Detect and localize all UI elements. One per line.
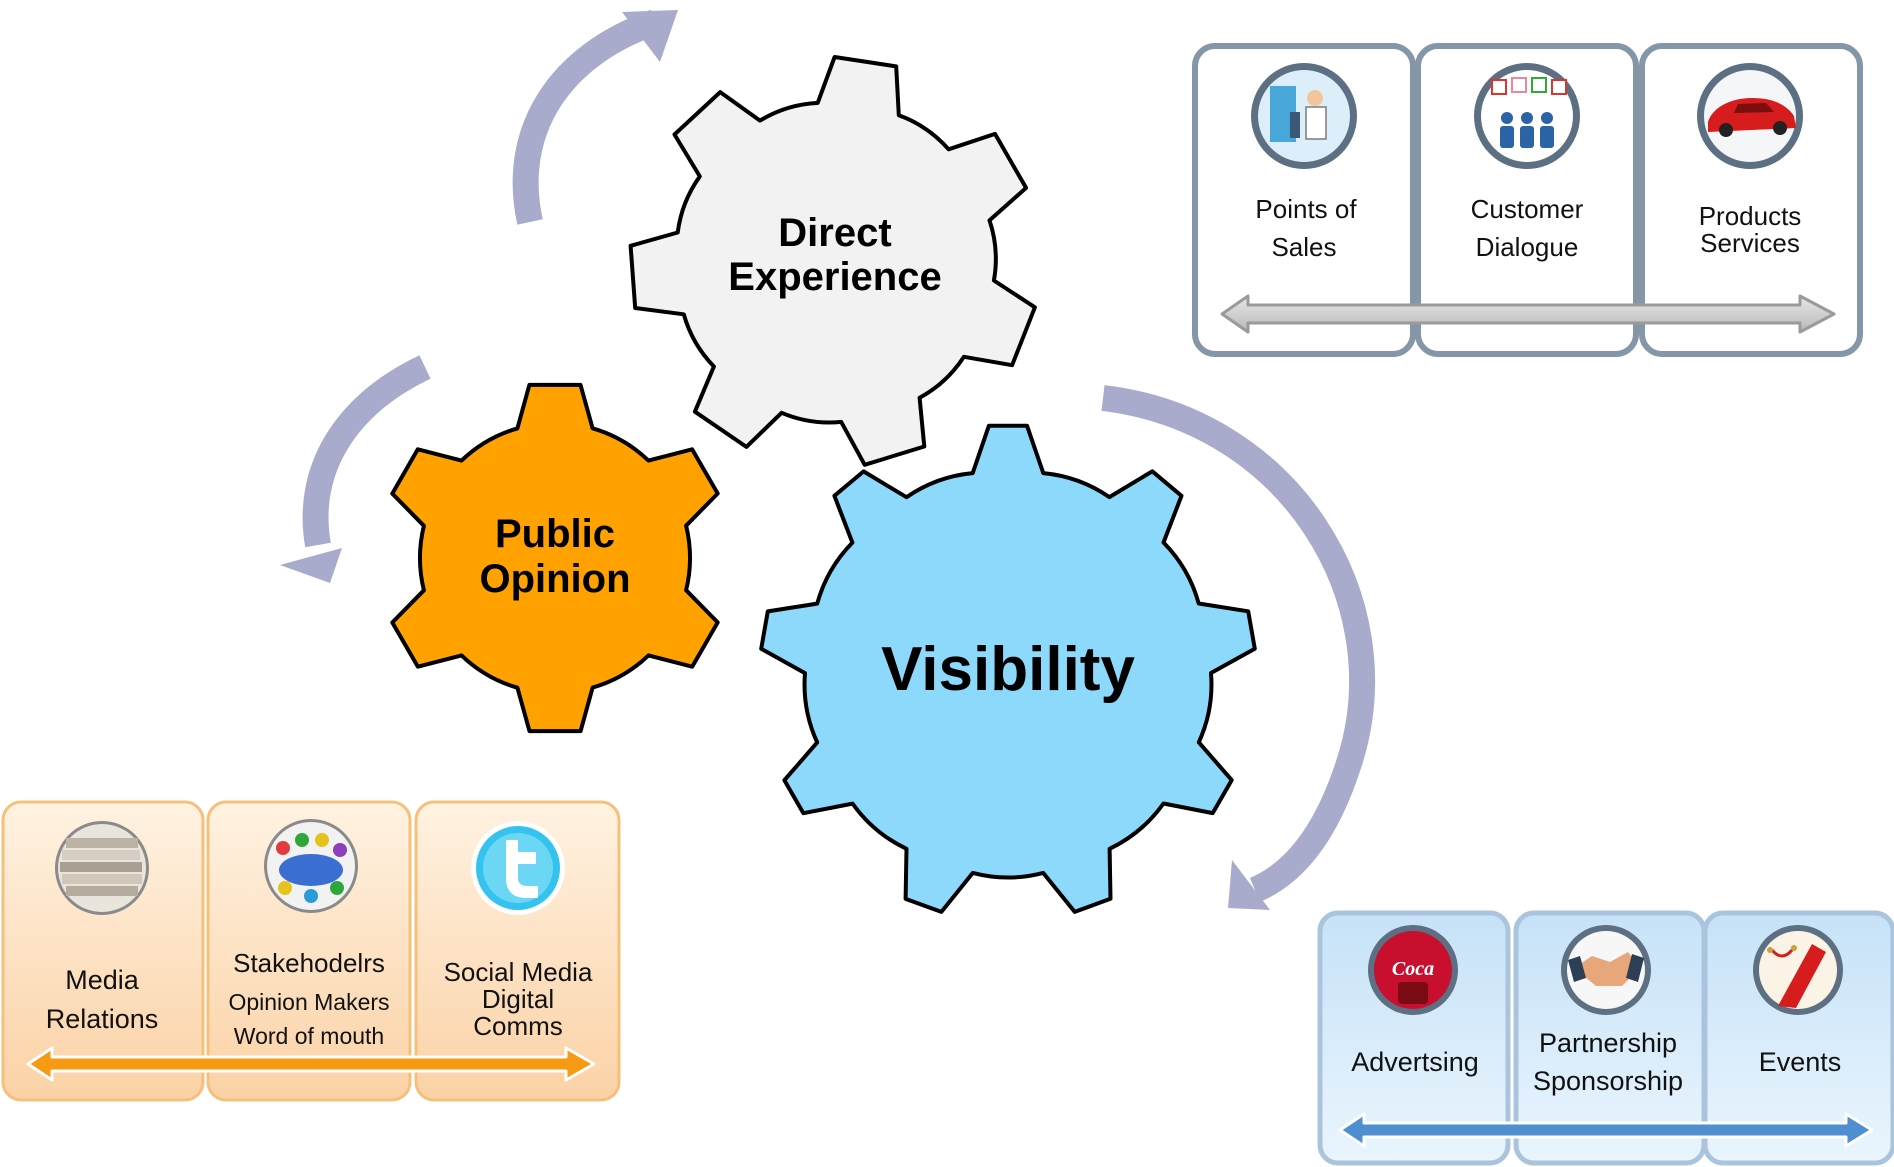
social-media-line3: Comms [473, 1011, 563, 1041]
products-services-line1: Products [1699, 201, 1802, 231]
gear-direct-experience-label-line2: Experience [728, 255, 941, 299]
customer-dialogue-line2: Dialogue [1476, 232, 1579, 262]
round-table-icon [264, 819, 358, 913]
points-of-sales-line2: Sales [1271, 232, 1336, 262]
visibility-double-arrow [1338, 1112, 1874, 1148]
public-opinion-double-arrow [26, 1046, 596, 1082]
card-points-of-sales [1192, 43, 1416, 357]
card-products-services [1639, 43, 1863, 357]
gear-public-opinion: Public Opinion [390, 382, 720, 734]
gear-direct-experience-shape [628, 55, 1037, 467]
direct-experience-group: Points of Sales Customer Dialogue Produc… [1192, 43, 1863, 357]
cycle-arrow-right-head [1228, 860, 1270, 910]
gear-visibility-shape [759, 423, 1257, 914]
cycle-arrow-right [1101, 385, 1376, 902]
cycle-arrow-left [302, 355, 431, 548]
media-relations-line2: Relations [46, 1004, 159, 1034]
public-opinion-group: Media Relations Stakehodelrs Opinion Mak… [1, 800, 621, 1102]
visibility-group: Coca Advertsing Partnership Sponsorship … [1317, 910, 1894, 1166]
points-of-sales-line1: Points of [1255, 194, 1357, 224]
card-events [1702, 910, 1894, 1166]
coca-cola-icon: Coca [1368, 925, 1458, 1015]
cycle-arrow-top [512, 9, 660, 225]
sales-people-icon [1251, 63, 1357, 169]
handshake-icon [1561, 925, 1651, 1015]
direct-experience-double-arrow [1220, 294, 1836, 334]
newspapers-icon [55, 821, 149, 915]
gear-public-opinion-label-line1: Public [495, 512, 615, 556]
gear-direct-experience: Direct Experience [628, 55, 1037, 467]
twitter-icon [471, 821, 565, 915]
products-services-line2: Services [1700, 228, 1800, 258]
advertising-label: Advertsing [1351, 1047, 1479, 1077]
card-media-relations [1, 800, 205, 1102]
partnership-line1: Partnership [1539, 1028, 1677, 1058]
social-media-line2: Digital [482, 984, 554, 1014]
media-relations-line1: Media [65, 965, 140, 995]
meeting-icon [1474, 63, 1580, 169]
cycle-arrows [280, 9, 1376, 910]
events-label: Events [1759, 1047, 1842, 1077]
gear-direct-experience-label-line1: Direct [778, 211, 891, 255]
customer-dialogue-line1: Customer [1471, 194, 1584, 224]
gear-public-opinion-label-line2: Opinion [479, 557, 630, 601]
stakeholders-line2: Opinion Makers [228, 989, 389, 1015]
card-stakeholders [206, 800, 412, 1102]
red-carpet-icon [1753, 925, 1843, 1015]
gear-public-opinion-shape [390, 382, 720, 734]
cycle-arrow-top-head [622, 10, 678, 62]
gear-visibility-label: Visibility [881, 635, 1135, 704]
card-social-media [414, 800, 621, 1102]
cycle-arrow-left-head [280, 548, 342, 583]
stakeholders-line1: Stakehodelrs [233, 948, 385, 978]
card-customer-dialogue [1415, 43, 1639, 357]
red-car-icon [1697, 63, 1803, 169]
stakeholders-line3: Word of mouth [234, 1023, 384, 1049]
gear-visibility: Visibility [759, 423, 1257, 914]
svg-text:Coca: Coca [1392, 958, 1434, 980]
card-advertising [1317, 910, 1511, 1166]
partnership-line2: Sponsorship [1533, 1066, 1683, 1096]
social-media-line1: Social Media [444, 957, 593, 987]
